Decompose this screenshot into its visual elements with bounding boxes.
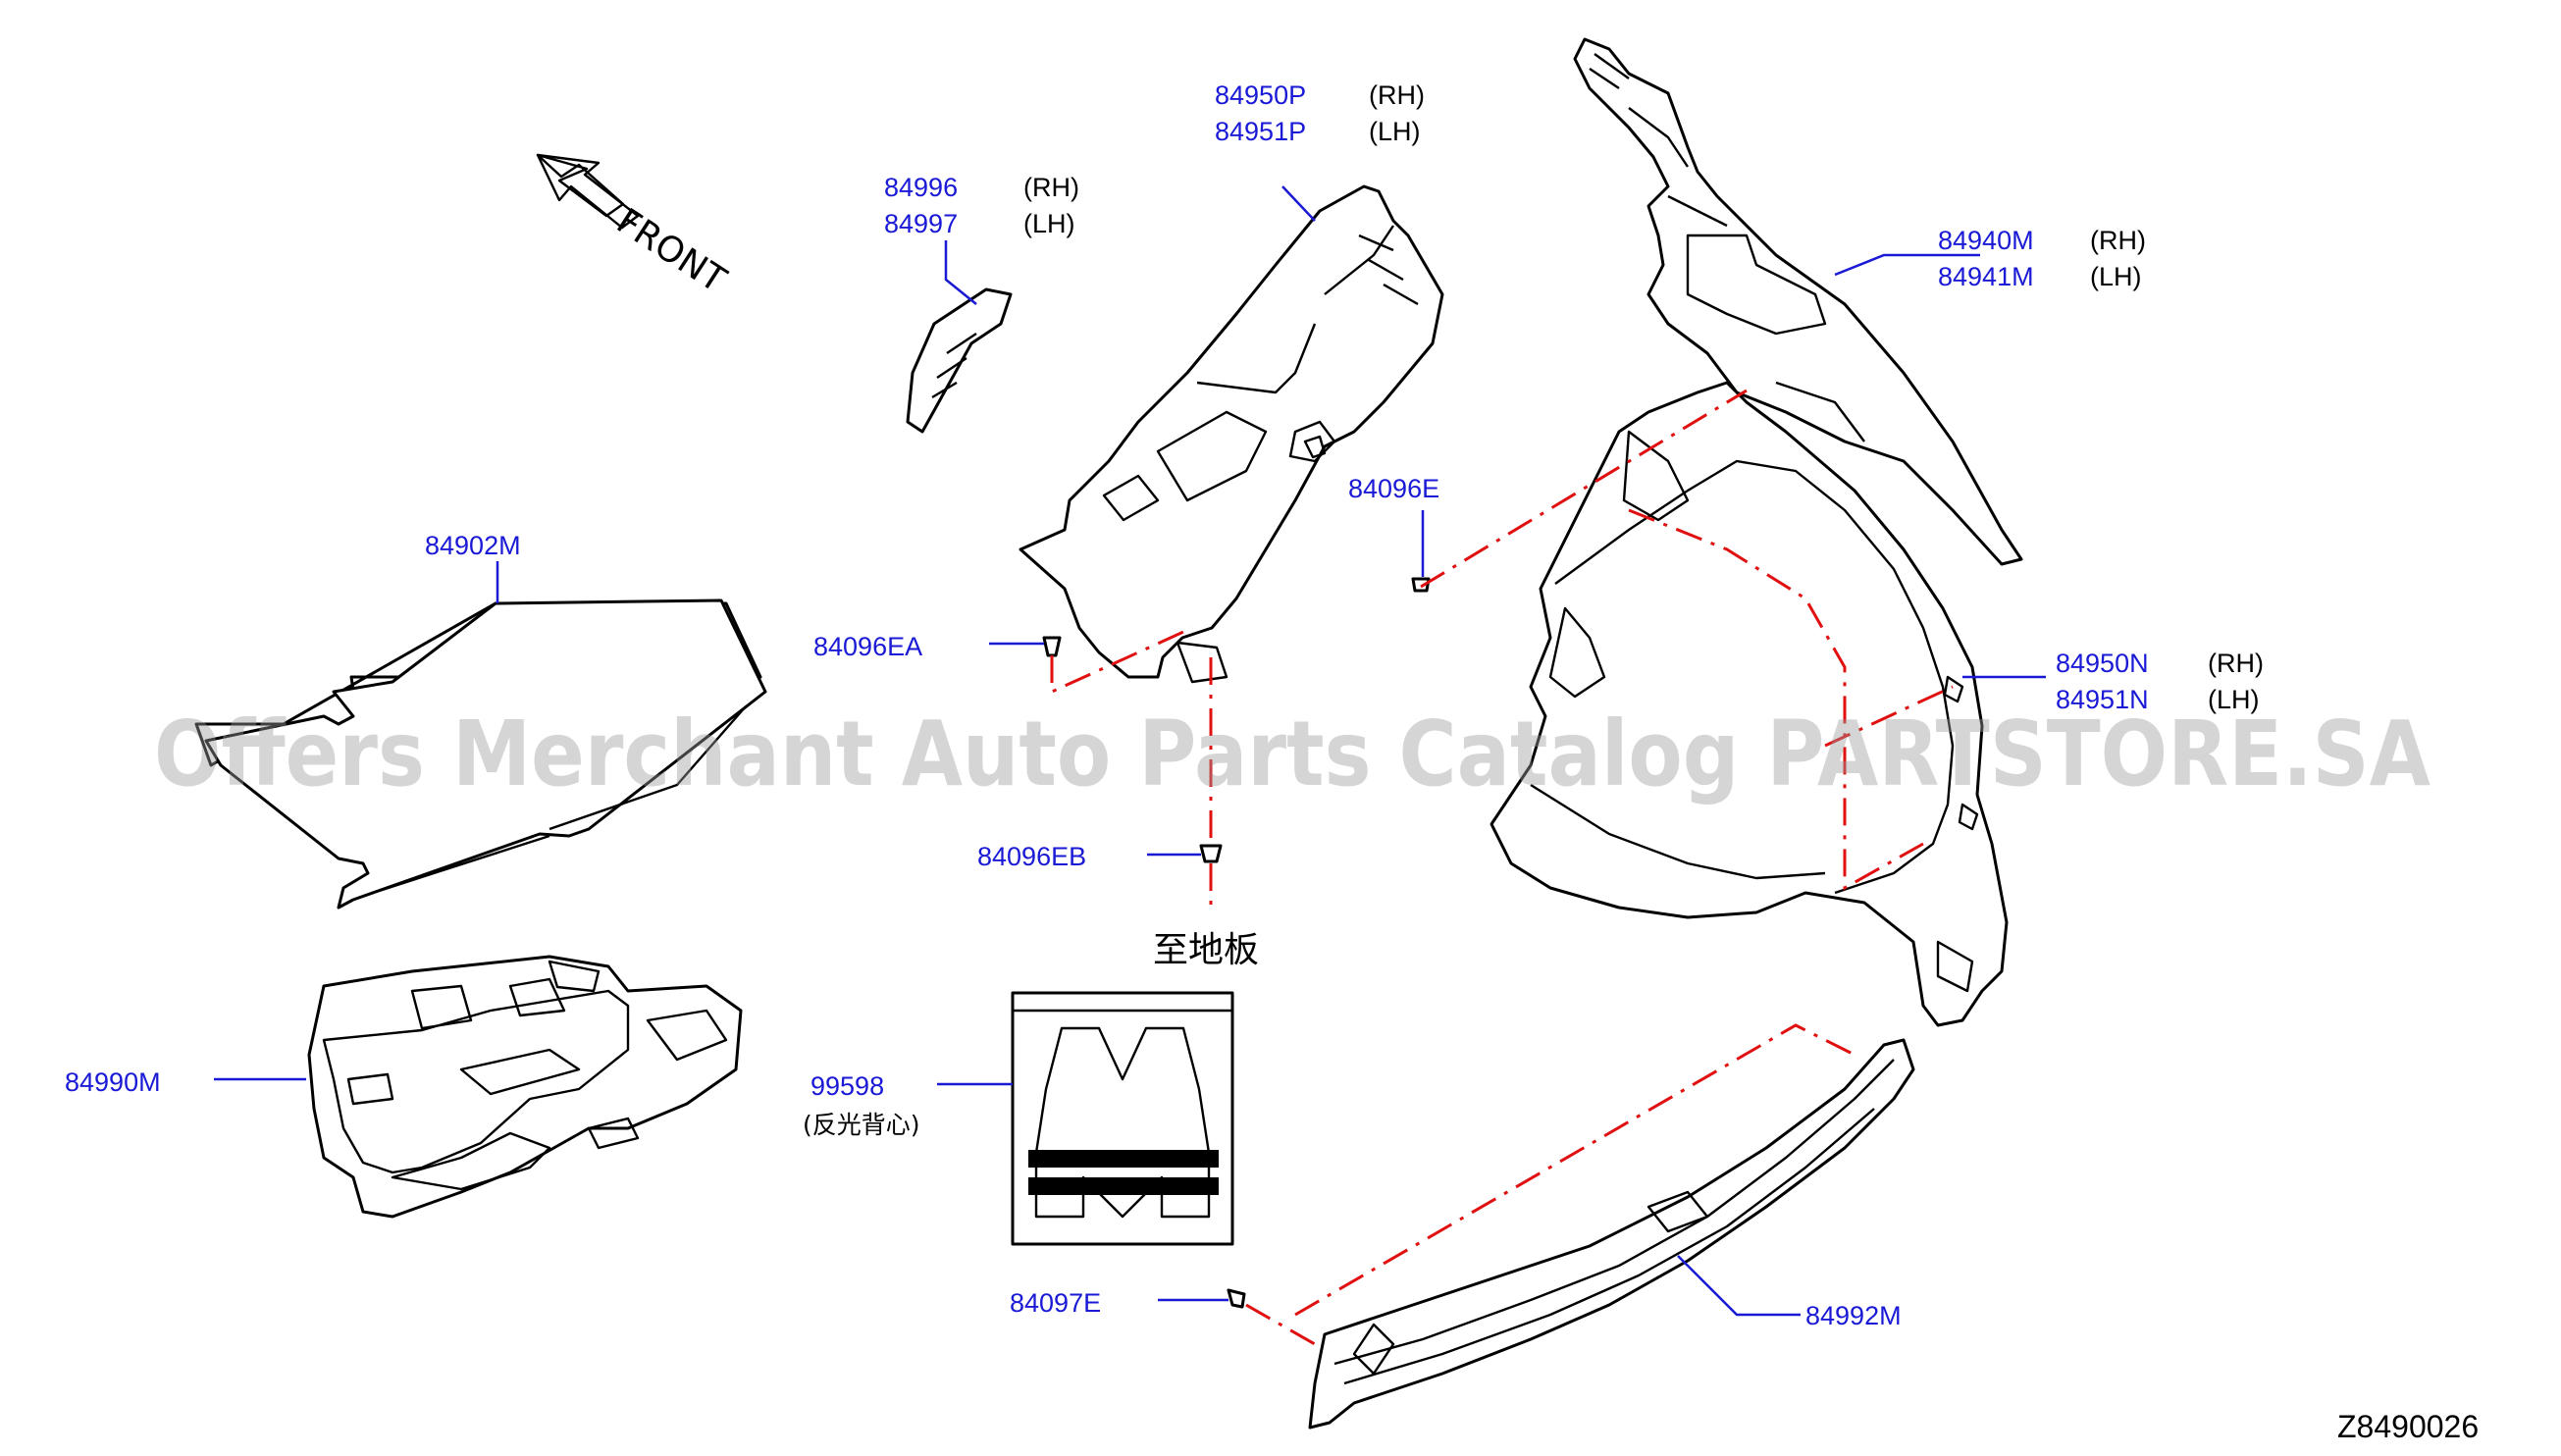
upper-side-trim [1019, 184, 1444, 684]
watermark: Offers Merchant Auto Parts Catalog PARTS… [154, 702, 2430, 806]
rear-side-trim-panel [1490, 381, 2009, 1027]
part-number-84951N[interactable]: 84951N [2056, 685, 2149, 714]
fasteners [1042, 577, 1431, 1309]
front-direction-indicator: FRONT [536, 153, 733, 301]
clip-84096E-icon [1411, 577, 1431, 593]
clip-84097E-icon [1227, 1288, 1246, 1309]
part-number-99598[interactable]: 99598 [810, 1071, 884, 1101]
front-label: FRONT [609, 201, 733, 301]
part-side-84951N: (LH) [2208, 685, 2260, 714]
small-bracket [906, 287, 1013, 434]
floor-note: 至地板 [1153, 930, 1259, 970]
rear-sill-plate [1308, 1038, 1915, 1430]
part-side-84996: (RH) [1023, 173, 1079, 202]
part-number-84950P[interactable]: 84950P [1215, 80, 1306, 110]
part-number-84940M[interactable]: 84940M [1938, 226, 2034, 255]
part-number-84992M[interactable]: 84992M [1805, 1301, 1902, 1330]
part-number-84096EB[interactable]: 84096EB [977, 842, 1086, 871]
part-side-84950P: (RH) [1369, 80, 1425, 110]
part-number-84996[interactable]: 84996 [884, 173, 958, 202]
part-number-84097E[interactable]: 84097E [1010, 1288, 1101, 1318]
part-number-84950N[interactable]: 84950N [2056, 649, 2149, 678]
part-side-84940M: (RH) [2090, 226, 2146, 255]
phantom-lines [1050, 389, 1954, 1346]
front-arrow-outline [536, 153, 640, 230]
spare-tire-tray [307, 955, 743, 1219]
diagram-code: Z8490026 [2337, 1409, 2479, 1444]
rear-pillar-trim [1573, 37, 2023, 566]
part-number-84941M[interactable]: 84941M [1938, 262, 2034, 291]
reflective-vest-box [1011, 991, 1234, 1246]
part-number-84096E[interactable]: 84096E [1348, 474, 1439, 503]
clip-84096EB-icon [1199, 844, 1223, 863]
part-number-84997[interactable]: 84997 [884, 209, 958, 238]
part-side-84941M: (LH) [2090, 262, 2142, 291]
part-number-84951P[interactable]: 84951P [1215, 117, 1306, 146]
part-number-84990M[interactable]: 84990M [65, 1067, 161, 1097]
part-labels: 84950P (RH) 84951P (LH) 84996 (RH) 84997… [65, 80, 2264, 1330]
part-side-84950N: (RH) [2208, 649, 2264, 678]
part-number-84096EA[interactable]: 84096EA [813, 632, 922, 661]
luggage-floor-mat [194, 598, 767, 910]
part-number-84902M[interactable]: 84902M [425, 531, 521, 560]
part-side-84951P: (LH) [1369, 117, 1421, 146]
front-arrow-icon [536, 153, 625, 218]
clip-84096EA-icon [1042, 636, 1062, 657]
part-side-84997: (LH) [1023, 209, 1075, 238]
vest-note: (反光背心) [803, 1111, 920, 1139]
leader-lines [214, 185, 2046, 1317]
